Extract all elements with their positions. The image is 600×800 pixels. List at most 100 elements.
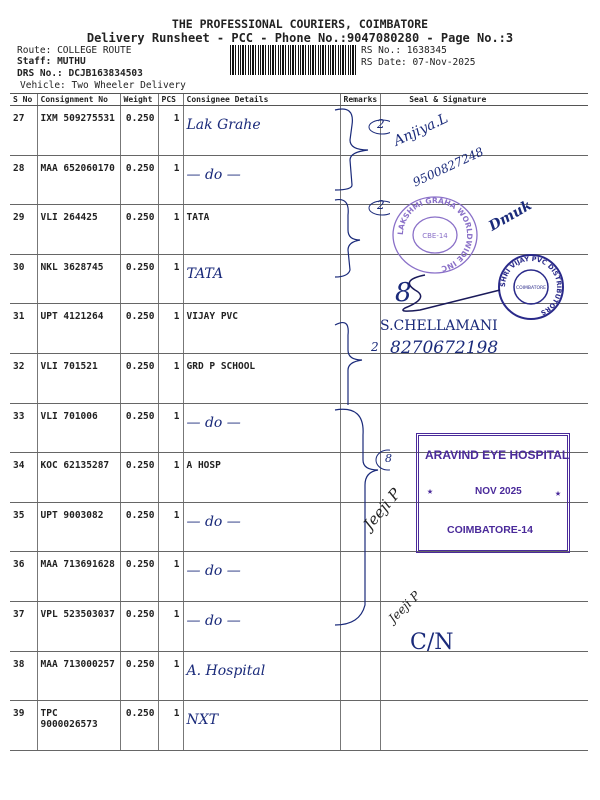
row-remarks: [339, 502, 381, 553]
row-sno: 27: [10, 105, 37, 156]
row-consignment: VPL 523503037: [36, 601, 120, 652]
row-consignment: MAA 713000257: [36, 651, 120, 702]
row-consignee: VIJAY PVC: [182, 303, 340, 354]
company-name: THE PROFESSIONAL COURIERS, COIMBATORE: [171, 17, 429, 31]
row-consignment: NKL 3628745: [36, 254, 120, 305]
star-icon: ★: [427, 486, 434, 497]
row-consignee: Lak Grahe: [182, 105, 340, 156]
row-seal: [380, 403, 588, 454]
row-remarks: [339, 403, 381, 454]
row-consignment: VLI 701521: [36, 353, 120, 404]
col-sno: S No: [10, 93, 37, 106]
stamp3-city: COIMBATORE-14: [447, 524, 533, 536]
row-sno: 36: [10, 551, 37, 602]
row-seal: [380, 105, 588, 156]
row-sno: 33: [10, 403, 37, 454]
row-consignee: NXT: [182, 700, 340, 751]
rs-date-label: RS Date:: [361, 57, 407, 68]
row-remarks: [339, 452, 381, 503]
row-weight: 0.250: [119, 353, 158, 404]
row-pcs: 1: [157, 452, 183, 503]
row-remarks: [339, 353, 381, 404]
route-value: COLLEGE ROUTE: [57, 45, 132, 56]
stamp-aravind-eye-hospital: ARAVIND EYE HOSPITAL NOV 2025 ★ ★ COIMBA…: [416, 433, 570, 553]
rs-no-value: 1638345: [406, 45, 447, 56]
row-pcs: 1: [157, 700, 183, 751]
row-consignment: KOC 62135287: [36, 452, 120, 503]
row-pcs: 1: [157, 353, 183, 404]
row-seal: [380, 353, 588, 404]
stamp1-center-text: CBE-14: [422, 232, 448, 240]
handwritten-consignee: — do —: [186, 166, 241, 183]
col-remarks: Remarks: [339, 93, 381, 106]
row-remarks: [339, 651, 381, 702]
row-remarks: [339, 700, 381, 751]
row-consignment: MAA 652060170: [36, 155, 120, 206]
row-sno: 31: [10, 303, 37, 354]
row-remarks: [339, 601, 381, 652]
vehicle-line: Vehicle: Two Wheeler Delivery: [20, 80, 186, 91]
row-sno: 38: [10, 651, 37, 702]
handwritten-consignee: Lak Grahe: [186, 117, 261, 133]
row-pcs: 1: [157, 651, 183, 702]
row-remarks: [339, 551, 381, 602]
row-seal: [380, 502, 588, 553]
row-consignment: UPT 4121264: [36, 303, 120, 354]
row-weight: 0.250: [119, 452, 158, 503]
row-sno: 34: [10, 452, 37, 503]
stamp-lakshmi-graha: LAKSHMI GRAHA WORLDWIDE INC CBE-14: [392, 196, 478, 274]
row-seal: [380, 601, 588, 652]
barcode: [230, 45, 358, 75]
row-consignment: MAA 713691628: [36, 551, 120, 602]
row-sno: 39: [10, 700, 37, 751]
row-consignee: — do —: [182, 601, 340, 652]
signature-loop: [402, 274, 501, 312]
row-consignee: A. Hospital: [182, 651, 340, 702]
row-sno: 28: [10, 155, 37, 206]
row-weight: 0.250: [119, 403, 158, 454]
row-pcs: 1: [157, 502, 183, 553]
handwritten-consignee: — do —: [186, 513, 241, 530]
handwritten-consignee: A. Hospital: [186, 662, 266, 679]
row-consignment: VLI 701006: [36, 403, 120, 454]
handwritten-consignee: NXT: [186, 712, 219, 729]
rs-no-label: RS No.:: [361, 45, 402, 56]
row-pcs: 1: [157, 403, 183, 454]
row-pcs: 1: [157, 204, 183, 255]
row-weight: 0.250: [119, 204, 158, 255]
staff-line: Staff: MUTHU: [17, 56, 86, 67]
row-consignment: UPT 9003082: [36, 502, 120, 553]
row-seal: [380, 452, 588, 503]
row-pcs: 1: [157, 105, 183, 156]
vehicle-label: Vehicle:: [20, 80, 66, 91]
row-sno: 30: [10, 254, 37, 305]
runsheet-table: S No Consignment No Weight PCS Consignee…: [10, 93, 588, 751]
row-seal: [380, 551, 588, 602]
rs-date-value: 07-Nov-2025: [412, 57, 476, 68]
row-pcs: 1: [157, 551, 183, 602]
row-consignment: IXM 509275531: [36, 105, 120, 156]
row-consignment: VLI 264425: [36, 204, 120, 255]
col-pcs: PCS: [157, 93, 183, 106]
remarks-braces: [334, 108, 390, 626]
col-seal: Seal & Signature: [380, 93, 588, 106]
col-weight: Weight: [119, 93, 158, 106]
rs-date-line: RS Date: 07-Nov-2025: [361, 57, 475, 68]
stamp2-center-text: COIMBATORE: [516, 285, 546, 291]
row-sno: 37: [10, 601, 37, 652]
row-weight: 0.250: [119, 502, 158, 553]
row-weight: 0.250: [119, 155, 158, 206]
stamp-vijay-pvc: SHRI VIJAY PVC DISTRIBUTORS COIMBATORE: [498, 254, 564, 320]
row-pcs: 1: [157, 601, 183, 652]
drs-value: DCJB163834503: [68, 68, 143, 79]
remark-count-3: 8: [395, 278, 412, 308]
row-remarks: [339, 155, 381, 206]
row-seal: [380, 155, 588, 206]
